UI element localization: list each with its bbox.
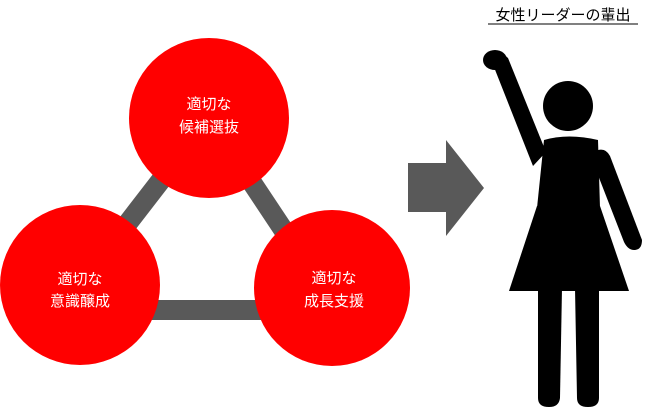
node-top-circle [129, 38, 289, 198]
node-right-label-1: 適切な [311, 269, 356, 287]
result-title: 女性リーダーの輩出 [495, 6, 630, 24]
node-left-label-1: 適切な [57, 270, 102, 288]
node-left-circle [0, 205, 160, 365]
node-top-label-2: 候補選抜 [179, 118, 239, 136]
node-right-label-2: 成長支援 [304, 292, 364, 310]
node-top-label-1: 適切な [186, 95, 231, 113]
node-right: 適切な 成長支援 [254, 210, 410, 366]
node-right-circle [254, 210, 410, 366]
node-top: 適切な 候補選抜 [129, 38, 289, 198]
node-left: 適切な 意識醸成 [0, 205, 160, 365]
arrow-right-icon [408, 140, 484, 236]
node-left-label-2: 意識醸成 [50, 292, 110, 310]
woman-raising-hand-icon [483, 50, 642, 407]
